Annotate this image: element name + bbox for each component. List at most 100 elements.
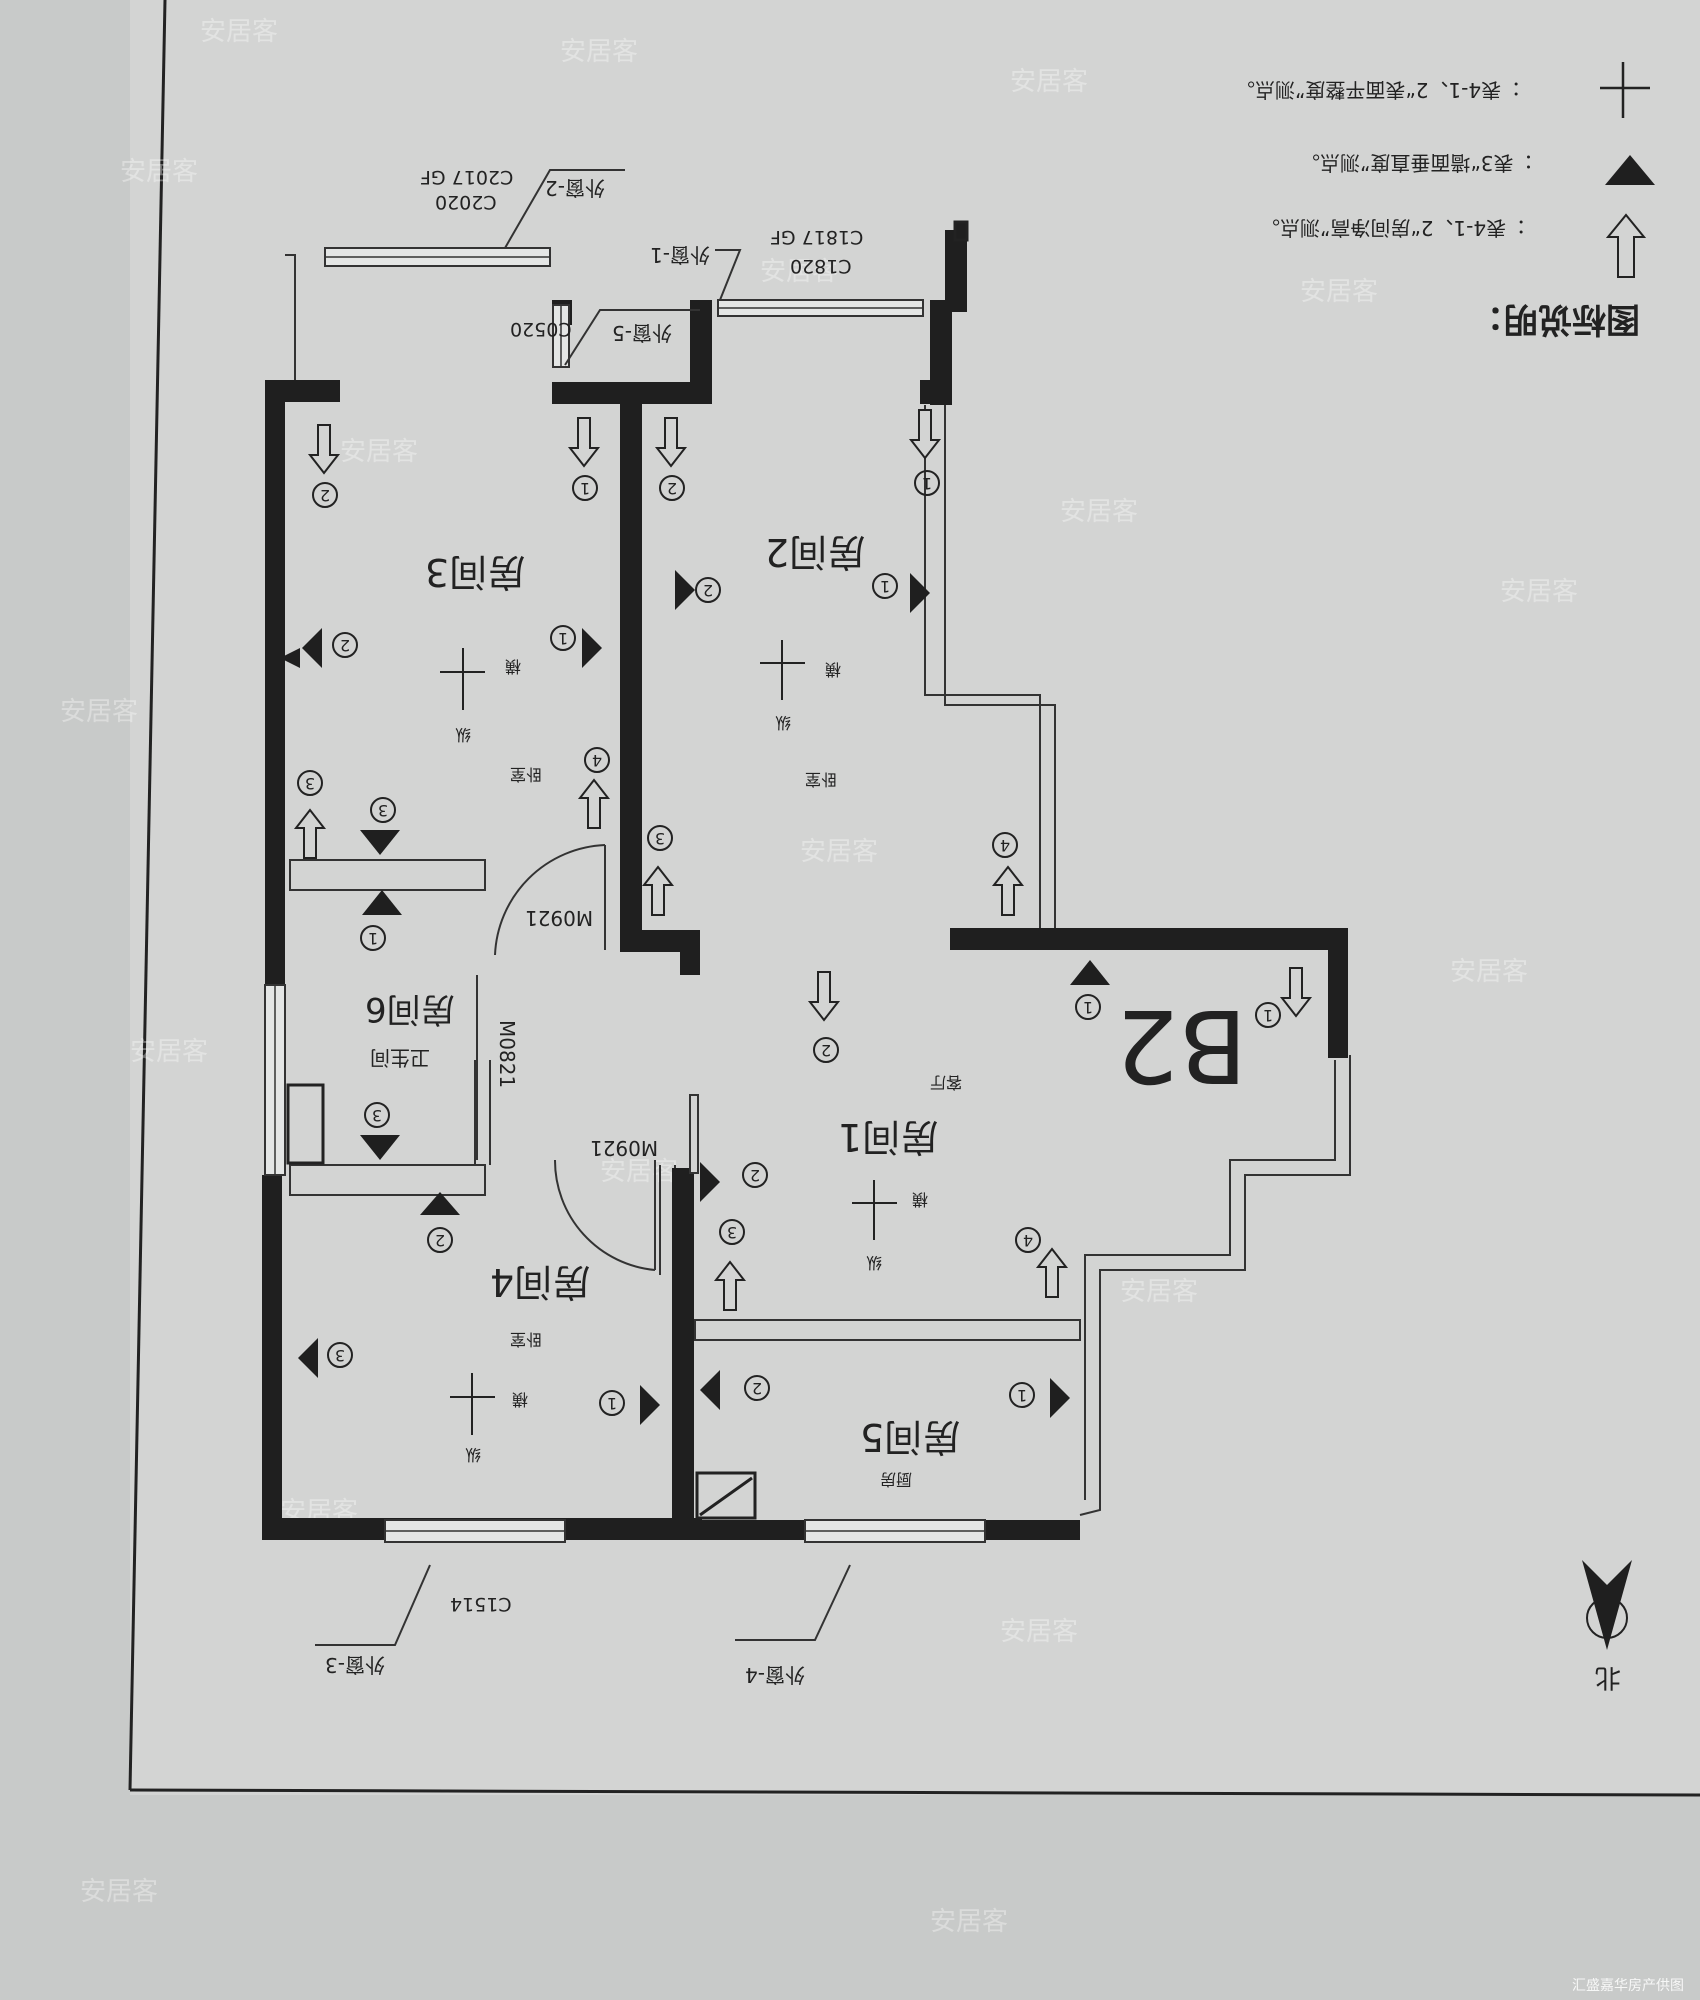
room-4-label: 房间4: [490, 1260, 590, 1304]
svg-text:安居客: 安居客: [1000, 1617, 1078, 1647]
svg-text:2: 2: [320, 486, 330, 505]
axis-labels: 纵 横 纵 横 纵 横 纵 横: [455, 657, 928, 1464]
window-3-label: 外窗-3: [325, 1653, 385, 1677]
room-3-label: 房间3: [425, 550, 525, 594]
svg-text:安居客: 安居客: [930, 1907, 1008, 1937]
room-3-use: 卧室: [510, 765, 542, 784]
legend-height-arrow-icon: [1605, 213, 1647, 278]
window-labels: 外窗-2 C2020 C2017 GF 外窗-1 C1820 C1817 GF …: [325, 166, 863, 1687]
svg-text:安居客: 安居客: [800, 837, 878, 867]
svg-text:3: 3: [655, 829, 665, 848]
svg-text:横: 横: [825, 660, 841, 679]
door-room3-swing: [494, 844, 606, 956]
svg-text:2: 2: [435, 1231, 445, 1250]
legend-item-height: ：表4-1、2“房间净高”测点。: [1260, 216, 1526, 240]
svg-text:纵: 纵: [775, 713, 791, 732]
leader-lines: [315, 169, 851, 1646]
svg-text:4: 4: [592, 751, 602, 770]
walls: [262, 230, 1348, 1540]
svg-text:4: 4: [1000, 836, 1010, 855]
window-2-code2: C2017 GF: [420, 166, 513, 188]
svg-text:安居客: 安居客: [120, 157, 198, 187]
svg-text:安居客: 安居客: [80, 1877, 158, 1907]
door-m0921-a: M0921: [525, 906, 593, 930]
legend-title: 图标说明：: [1470, 299, 1640, 339]
room-2-label: 房间2: [765, 530, 865, 574]
svg-text:安居客: 安居客: [760, 257, 838, 287]
kitchen-fixture: [695, 1471, 757, 1520]
height-arrows: [293, 409, 1313, 1311]
svg-text:3: 3: [378, 801, 388, 820]
outline-east-upper: [944, 405, 1056, 930]
svg-text:2: 2: [750, 1166, 760, 1185]
window-2-code1: C2020: [435, 191, 497, 213]
room-5-use: 厨房: [880, 1470, 912, 1489]
room-4-use: 卧室: [510, 1330, 542, 1349]
svg-text:安居客: 安居客: [200, 17, 278, 47]
svg-text:4: 4: [1023, 1231, 1033, 1250]
svg-text:安居客: 安居客: [1300, 277, 1378, 307]
room-5-label: 房间5: [860, 1415, 960, 1459]
svg-text:1: 1: [880, 577, 890, 596]
svg-text:纵: 纵: [465, 1445, 481, 1464]
room-2-use: 卧室: [805, 770, 837, 789]
watermarks: 安居客 安居客 安居客 安居客 安居客 安居客 安居客 安居客 安居客 安居客 …: [60, 17, 1578, 1937]
svg-text:1: 1: [580, 479, 590, 498]
svg-text:1: 1: [1263, 1006, 1273, 1025]
window-5-label: 外窗-5: [612, 321, 672, 345]
svg-text:2: 2: [752, 1379, 762, 1398]
thin-outlines: [269, 254, 1351, 1516]
north-label: 北: [1595, 1662, 1621, 1692]
svg-text:安居客: 安居客: [600, 1157, 678, 1187]
legend: 图标说明： ：表4-1、2“房间净高”测点。 ：表3“墙面垂直度”测点。 ：表4…: [1235, 62, 1655, 339]
svg-text:横: 横: [512, 1390, 528, 1409]
window-5-code: C0520: [510, 318, 572, 340]
svg-text:安居客: 安居客: [1010, 67, 1088, 97]
svg-text:安居客: 安居客: [1060, 497, 1138, 527]
svg-text:安居客: 安居客: [1450, 957, 1528, 987]
measure-markers: 2 1 2 1 2 1 2 1 4 3 3 3 4 1 2 1 1 3 2 3 …: [297, 470, 1281, 1416]
svg-text:3: 3: [335, 1346, 345, 1365]
svg-text:2: 2: [667, 479, 677, 498]
svg-text:安居客: 安居客: [1500, 577, 1578, 607]
unit-label: B2: [1115, 987, 1247, 1104]
svg-text:纵: 纵: [866, 1253, 882, 1272]
window-2-label: 外窗-2: [545, 176, 605, 200]
room-1-use: 客厅: [930, 1073, 962, 1092]
svg-text:3: 3: [372, 1106, 382, 1125]
svg-text:安居客: 安居客: [1120, 1277, 1198, 1307]
svg-text:2: 2: [340, 636, 350, 655]
svg-text:安居客: 安居客: [560, 37, 638, 67]
window-1-code1: C1820: [790, 255, 852, 277]
window-4-label: 外窗-4: [745, 1663, 805, 1687]
legend-triangle-icon: [1605, 155, 1655, 185]
svg-text:1: 1: [368, 929, 378, 948]
north-arrow-icon: 北: [1582, 1560, 1632, 1692]
svg-text:横: 横: [912, 1190, 928, 1209]
svg-text:2: 2: [703, 581, 713, 600]
photo-credit: 汇盛嘉华房产供图: [1572, 1978, 1684, 1994]
room-labels: 房间3 卧室 房间2 卧室 房间1 客厅 房间6 卫生间 房间4 卧室 房间5 …: [365, 530, 962, 1489]
svg-text:3: 3: [305, 774, 315, 793]
room-6-label: 房间6: [365, 989, 455, 1029]
window-1-code2: C1817 GF: [770, 226, 863, 248]
toilet-fixture: [286, 1083, 325, 1165]
legend-item-vertical: ：表3“墙面垂直度”测点。: [1300, 151, 1533, 175]
svg-text:1: 1: [558, 629, 568, 648]
svg-text:1: 1: [1017, 1386, 1027, 1405]
frame-line-left: [128, 0, 167, 1791]
svg-text:纵: 纵: [455, 725, 471, 744]
svg-text:1: 1: [1083, 998, 1093, 1017]
svg-text:安居客: 安居客: [340, 437, 418, 467]
window-3-code: C1514: [450, 1593, 512, 1615]
svg-text:3: 3: [727, 1223, 737, 1242]
room-1-label: 房间1: [838, 1115, 938, 1159]
legend-item-flatness: ：表4-1、2“表面平整度”测点。: [1235, 78, 1521, 102]
svg-text:2: 2: [821, 1041, 831, 1060]
svg-text:1: 1: [922, 474, 932, 493]
frame-line-bottom: [129, 1788, 1700, 1797]
svg-text:安居客: 安居客: [60, 697, 138, 727]
door-m0921-b: M0921: [590, 1136, 658, 1160]
